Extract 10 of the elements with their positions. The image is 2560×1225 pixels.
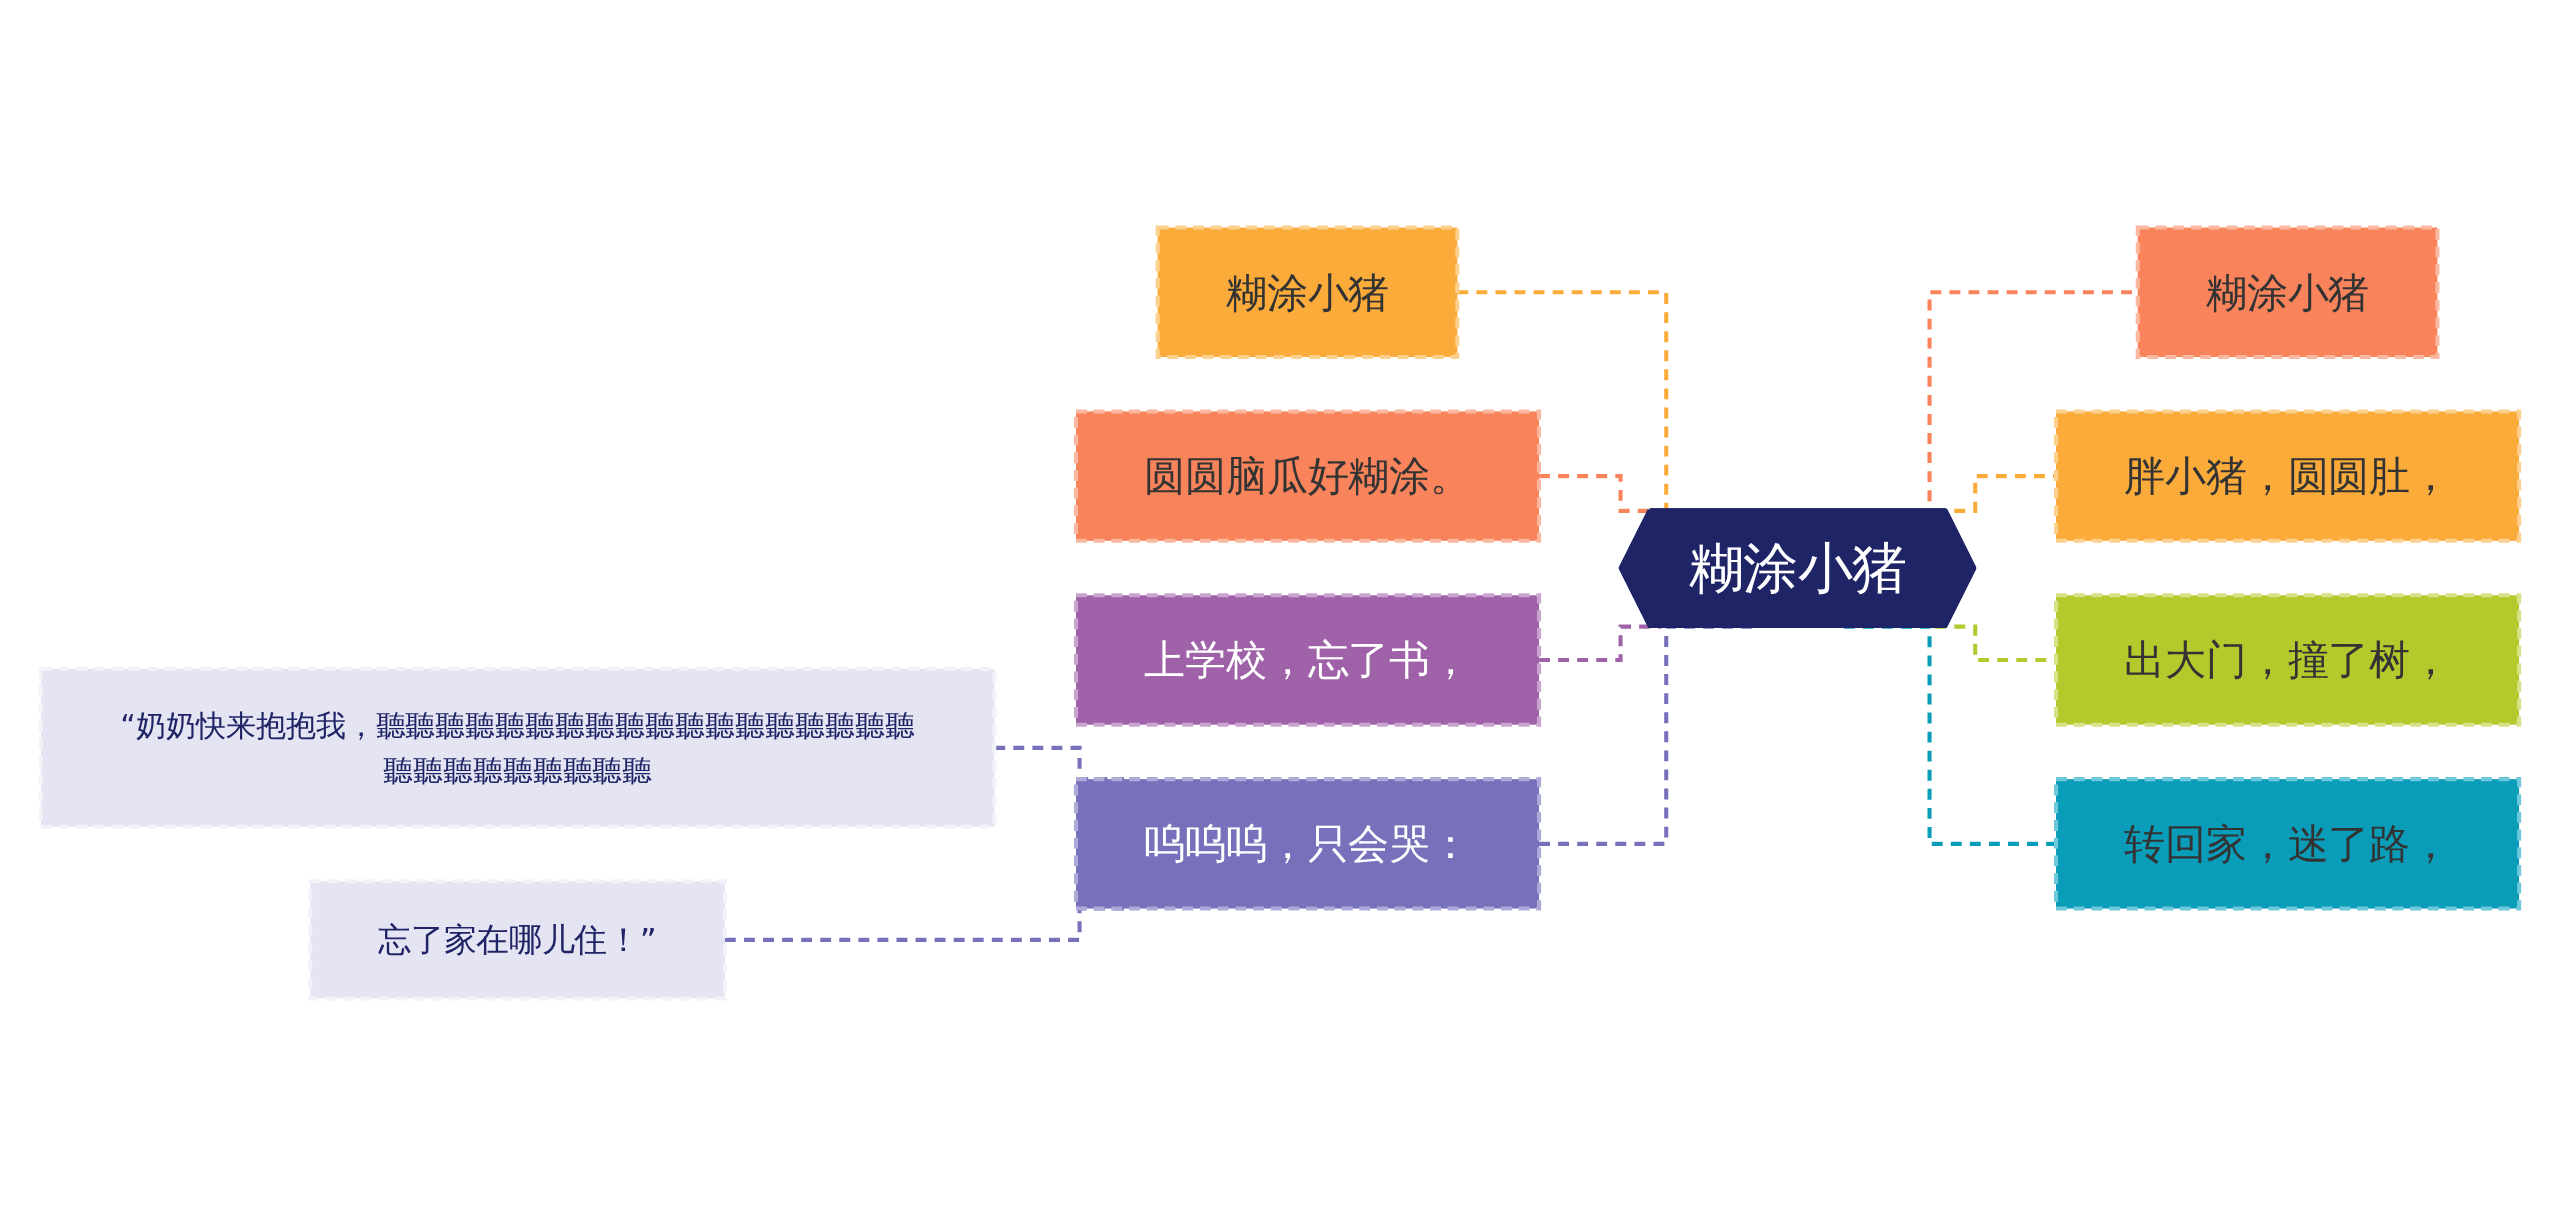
node-box: 忘了家在哪儿住！”	[308, 878, 727, 1000]
node-box: 圆圆脑瓜好糊涂。	[1073, 408, 1542, 543]
node-box: 上学校，忘了书，	[1073, 592, 1542, 727]
node-box: 呜呜呜，只会哭：	[1073, 776, 1542, 911]
node-box: 糊涂小猪	[2135, 225, 2440, 359]
node-box: 胖小猪，圆圆肚，	[2054, 408, 2522, 543]
node-box: 出大门，撞了树，	[2054, 592, 2522, 727]
node-box: 转回家，迷了路，	[2054, 776, 2522, 911]
node-box: “奶奶快来抱抱我，聽聽聽聽聽聽聽聽聽聽聽聽聽聽聽聽聽聽聽聽聽聽聽聽聽聽聽	[38, 666, 997, 829]
node-box: 糊涂小猪	[1155, 225, 1460, 359]
